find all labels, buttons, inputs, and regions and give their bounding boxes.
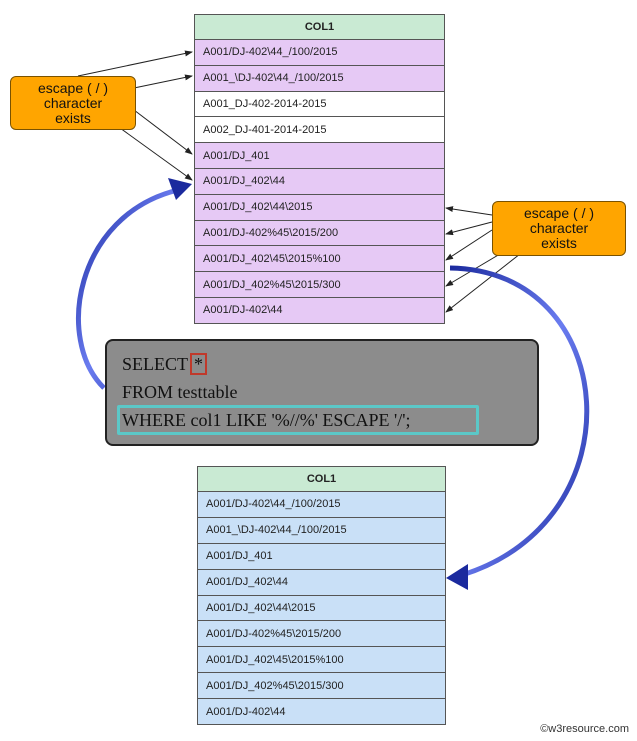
callout-text: escape ( / ) <box>37 79 109 96</box>
table-cell: A001/DJ_401 <box>197 542 446 570</box>
callout-text: exists <box>55 109 91 126</box>
pointer-arrow <box>445 206 493 216</box>
watermark: ©w3resource.com <box>540 723 629 735</box>
table-row: A001/DJ_402\44 <box>194 167 445 195</box>
table-cell: A001/DJ-402\44_/100/2015 <box>194 39 445 66</box>
table-row: A001/DJ_402\44\2015 <box>194 193 445 221</box>
sql-query-box: SELECT* FROM testtable WHERE col1 LIKE '… <box>105 339 539 446</box>
table-row: A001/DJ_401 <box>194 142 445 169</box>
table-cell: A001/DJ_402\45\2015%100 <box>194 245 445 273</box>
escape-callout-right: escape ( / ) character exists <box>492 201 626 256</box>
table-row: A001/DJ-402\44_/100/2015 <box>197 491 446 518</box>
table-cell: A001/DJ-402%45\2015/200 <box>194 219 445 247</box>
big-arrow-down <box>449 265 590 578</box>
escape-callout-left: escape ( / ) character exists <box>10 76 136 130</box>
table-row: A001/DJ-402\44 <box>194 296 445 324</box>
table-row: A001_\DJ-402\44_/100/2015 <box>197 516 446 544</box>
table-row: A001/DJ_402\44\2015 <box>197 594 446 622</box>
pointer-arrow <box>77 50 193 77</box>
table-row: A001_\DJ-402\44_/100/2015 <box>194 64 445 92</box>
table-cell: A001/DJ_402\44 <box>194 167 445 195</box>
table-cell: A001_\DJ-402\44_/100/2015 <box>194 64 445 92</box>
table-cell: A001/DJ_402\45\2015%100 <box>197 646 446 674</box>
table-row: A002_DJ-401-2014-2015 <box>194 116 445 144</box>
table-row: A001/DJ-402%45\2015/200 <box>197 620 446 648</box>
table-row: A001/DJ_402\44 <box>197 568 446 596</box>
table-row: A001/DJ_402\45\2015%100 <box>197 646 446 674</box>
sql-star-highlight: * <box>190 353 207 375</box>
table-cell: A001/DJ_402%45\2015/300 <box>197 672 446 700</box>
table-cell: A001/DJ_402\44\2015 <box>194 193 445 221</box>
pointer-arrow <box>445 253 521 313</box>
sql-from-line: FROM testtable <box>122 382 238 402</box>
where-clause-highlight <box>117 405 479 435</box>
pointer-arrow <box>445 221 493 236</box>
table-cell: A001/DJ-402\44_/100/2015 <box>197 491 446 518</box>
table-cell: A001/DJ-402%45\2015/200 <box>197 620 446 648</box>
table-cell: A001/DJ_401 <box>194 142 445 169</box>
big-arrow-up-head <box>168 178 192 200</box>
callout-text: exists <box>541 235 577 251</box>
pointer-arrow <box>119 127 193 181</box>
sql-where-line: WHERE col1 LIKE '%//%' ESCAPE '/'; <box>122 410 411 430</box>
big-arrow-down-head <box>446 564 468 590</box>
table-cell: A001/DJ_402\44 <box>197 568 446 596</box>
table-row: A001/DJ-402\44 <box>197 698 446 726</box>
sql-select-line: SELECT* <box>122 353 207 375</box>
pointer-arrow <box>133 74 193 89</box>
sql-select-keyword: SELECT <box>122 354 188 374</box>
column-header: COL1 <box>197 466 446 492</box>
table-row: A001/DJ_402\45\2015%100 <box>194 245 445 273</box>
table-row: A001/DJ-402\44_/100/2015 <box>194 39 445 66</box>
callout-text: escape ( / ) <box>523 205 595 221</box>
table-row: A001/DJ_401 <box>197 542 446 570</box>
table-row: A001/DJ_402%45\2015/300 <box>197 672 446 700</box>
pointer-arrow <box>133 109 193 155</box>
table-cell: A001_DJ-402-2014-2015 <box>194 90 445 118</box>
table-cell: A001/DJ_402\44\2015 <box>197 594 446 622</box>
table-cell: A001/DJ-402\44 <box>197 698 446 726</box>
table-row: A001/DJ-402%45\2015/200 <box>194 219 445 247</box>
table-cell: A001/DJ_402%45\2015/300 <box>194 271 445 298</box>
table-row: A001_DJ-402-2014-2015 <box>194 90 445 118</box>
callout-text: character <box>529 220 589 236</box>
pointer-arrow <box>445 229 493 261</box>
big-arrow-up <box>76 187 179 390</box>
callout-text: character <box>43 94 103 111</box>
column-header: COL1 <box>194 14 445 40</box>
table-cell: A002_DJ-401-2014-2015 <box>194 116 445 144</box>
table-cell: A001/DJ-402\44 <box>194 296 445 324</box>
table-cell: A001_\DJ-402\44_/100/2015 <box>197 516 446 544</box>
table-row: A001/DJ_402%45\2015/300 <box>194 271 445 298</box>
